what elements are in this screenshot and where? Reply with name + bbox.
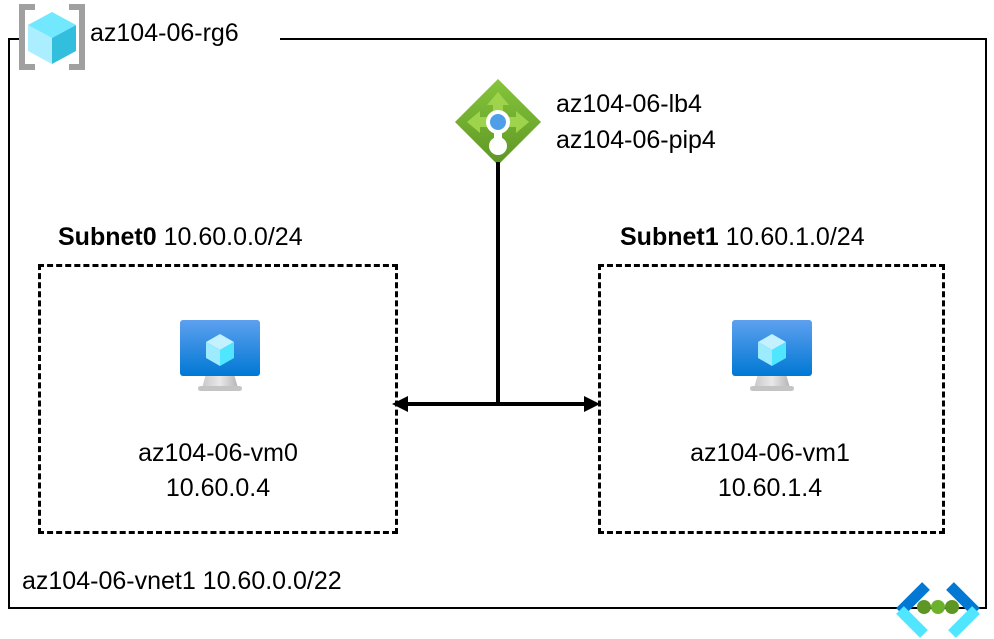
resource-group-border-left: [8, 38, 10, 609]
resource-group-cube-icon: [16, 4, 88, 70]
resource-group-border-top-right: [280, 38, 987, 40]
subnet0-caption: Subnet0 10.60.0.0/24: [58, 222, 303, 252]
subnet0-cidr-label: 10.60.0.0/24: [163, 223, 303, 251]
vm0-ip-label: 10.60.0.4: [165, 474, 271, 502]
load-balancer-name-label: az104-06-lb4: [556, 90, 702, 118]
vm1-labels: az104-06-vm1 10.60.1.4: [610, 436, 930, 506]
subnet1-caption: Subnet1 10.60.1.0/24: [620, 222, 865, 252]
subnet1-name-label: Subnet1: [620, 223, 726, 251]
virtual-machine-icon: [728, 316, 816, 396]
resource-group-border-right: [985, 38, 987, 609]
vm0-name-label: az104-06-vm0: [138, 439, 298, 467]
virtual-machine-icon: [176, 316, 264, 396]
subnet1-cidr-label: 10.60.1.0/24: [725, 223, 865, 251]
vm1-name-label: az104-06-vm1: [690, 439, 850, 467]
public-ip-name-label: az104-06-pip4: [556, 126, 716, 154]
load-balancer-connector-line: [496, 162, 500, 404]
resource-group-border-bottom: [8, 607, 987, 609]
virtual-network-icon: [884, 578, 992, 639]
resource-group-name-label: az104-06-rg6: [90, 19, 239, 47]
load-balancer-labels: az104-06-lb4 az104-06-pip4: [556, 86, 716, 158]
subnet0-name-label: Subnet0: [58, 223, 164, 251]
virtual-network-label: az104-06-vnet1 10.60.0.0/22: [22, 567, 342, 595]
load-balancer-icon: [452, 76, 544, 168]
subnet-connector-arrow: [390, 386, 602, 422]
resource-group-border-top-left: [8, 38, 22, 40]
subnet0-box: [38, 264, 398, 534]
vm1-ip-label: 10.60.1.4: [717, 474, 823, 502]
subnet1-box: [598, 264, 945, 534]
vm0-labels: az104-06-vm0 10.60.0.4: [58, 436, 378, 506]
